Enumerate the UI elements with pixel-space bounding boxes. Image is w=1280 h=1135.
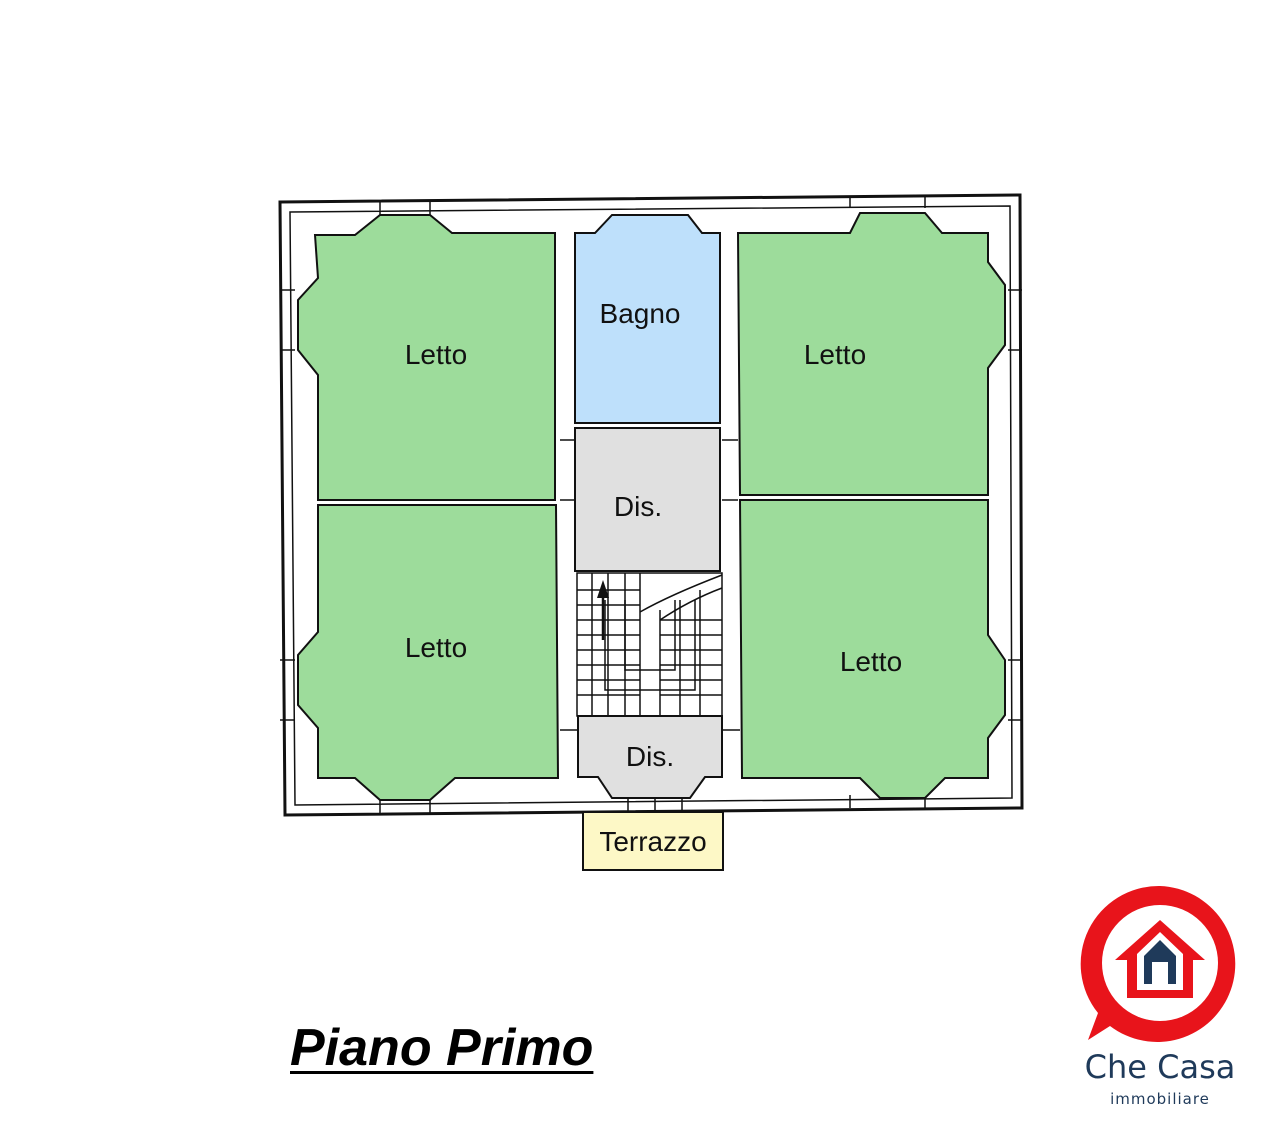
plan-title: Piano Primo <box>290 1019 594 1077</box>
room-label: Dis. <box>614 491 662 522</box>
balcony-connector <box>627 798 683 812</box>
wall-ticks <box>280 196 1022 815</box>
room-label: Letto <box>840 646 902 677</box>
room-letto-top-left: Letto <box>297 214 556 501</box>
room-label: Letto <box>405 339 467 370</box>
room-label: Bagno <box>600 298 681 329</box>
che-casa-logo: Che Casa immobiliare <box>1060 878 1260 1118</box>
room-letto-bottom-right: Letto <box>738 499 1006 799</box>
room-terrazzo: Terrazzo <box>582 811 724 871</box>
house-pin-icon <box>1080 885 1236 1042</box>
room-letto-bottom-left: Letto <box>297 504 560 801</box>
room-dis-upper: Dis. <box>574 427 721 572</box>
room-label: Terrazzo <box>599 826 706 857</box>
room-bagno: Bagno <box>574 214 721 424</box>
room-label: Dis. <box>626 741 674 772</box>
room-dis-lower: Dis. <box>577 715 723 799</box>
logo-name: Che Casa <box>1084 1048 1236 1086</box>
room-label: Letto <box>804 339 866 370</box>
stair-arrow-icon <box>597 580 609 598</box>
logo-tagline: immobiliare <box>1110 1090 1210 1108</box>
room-letto-top-right: Letto <box>736 212 1006 496</box>
building-walls <box>278 193 1024 817</box>
room-label: Letto <box>405 632 467 663</box>
